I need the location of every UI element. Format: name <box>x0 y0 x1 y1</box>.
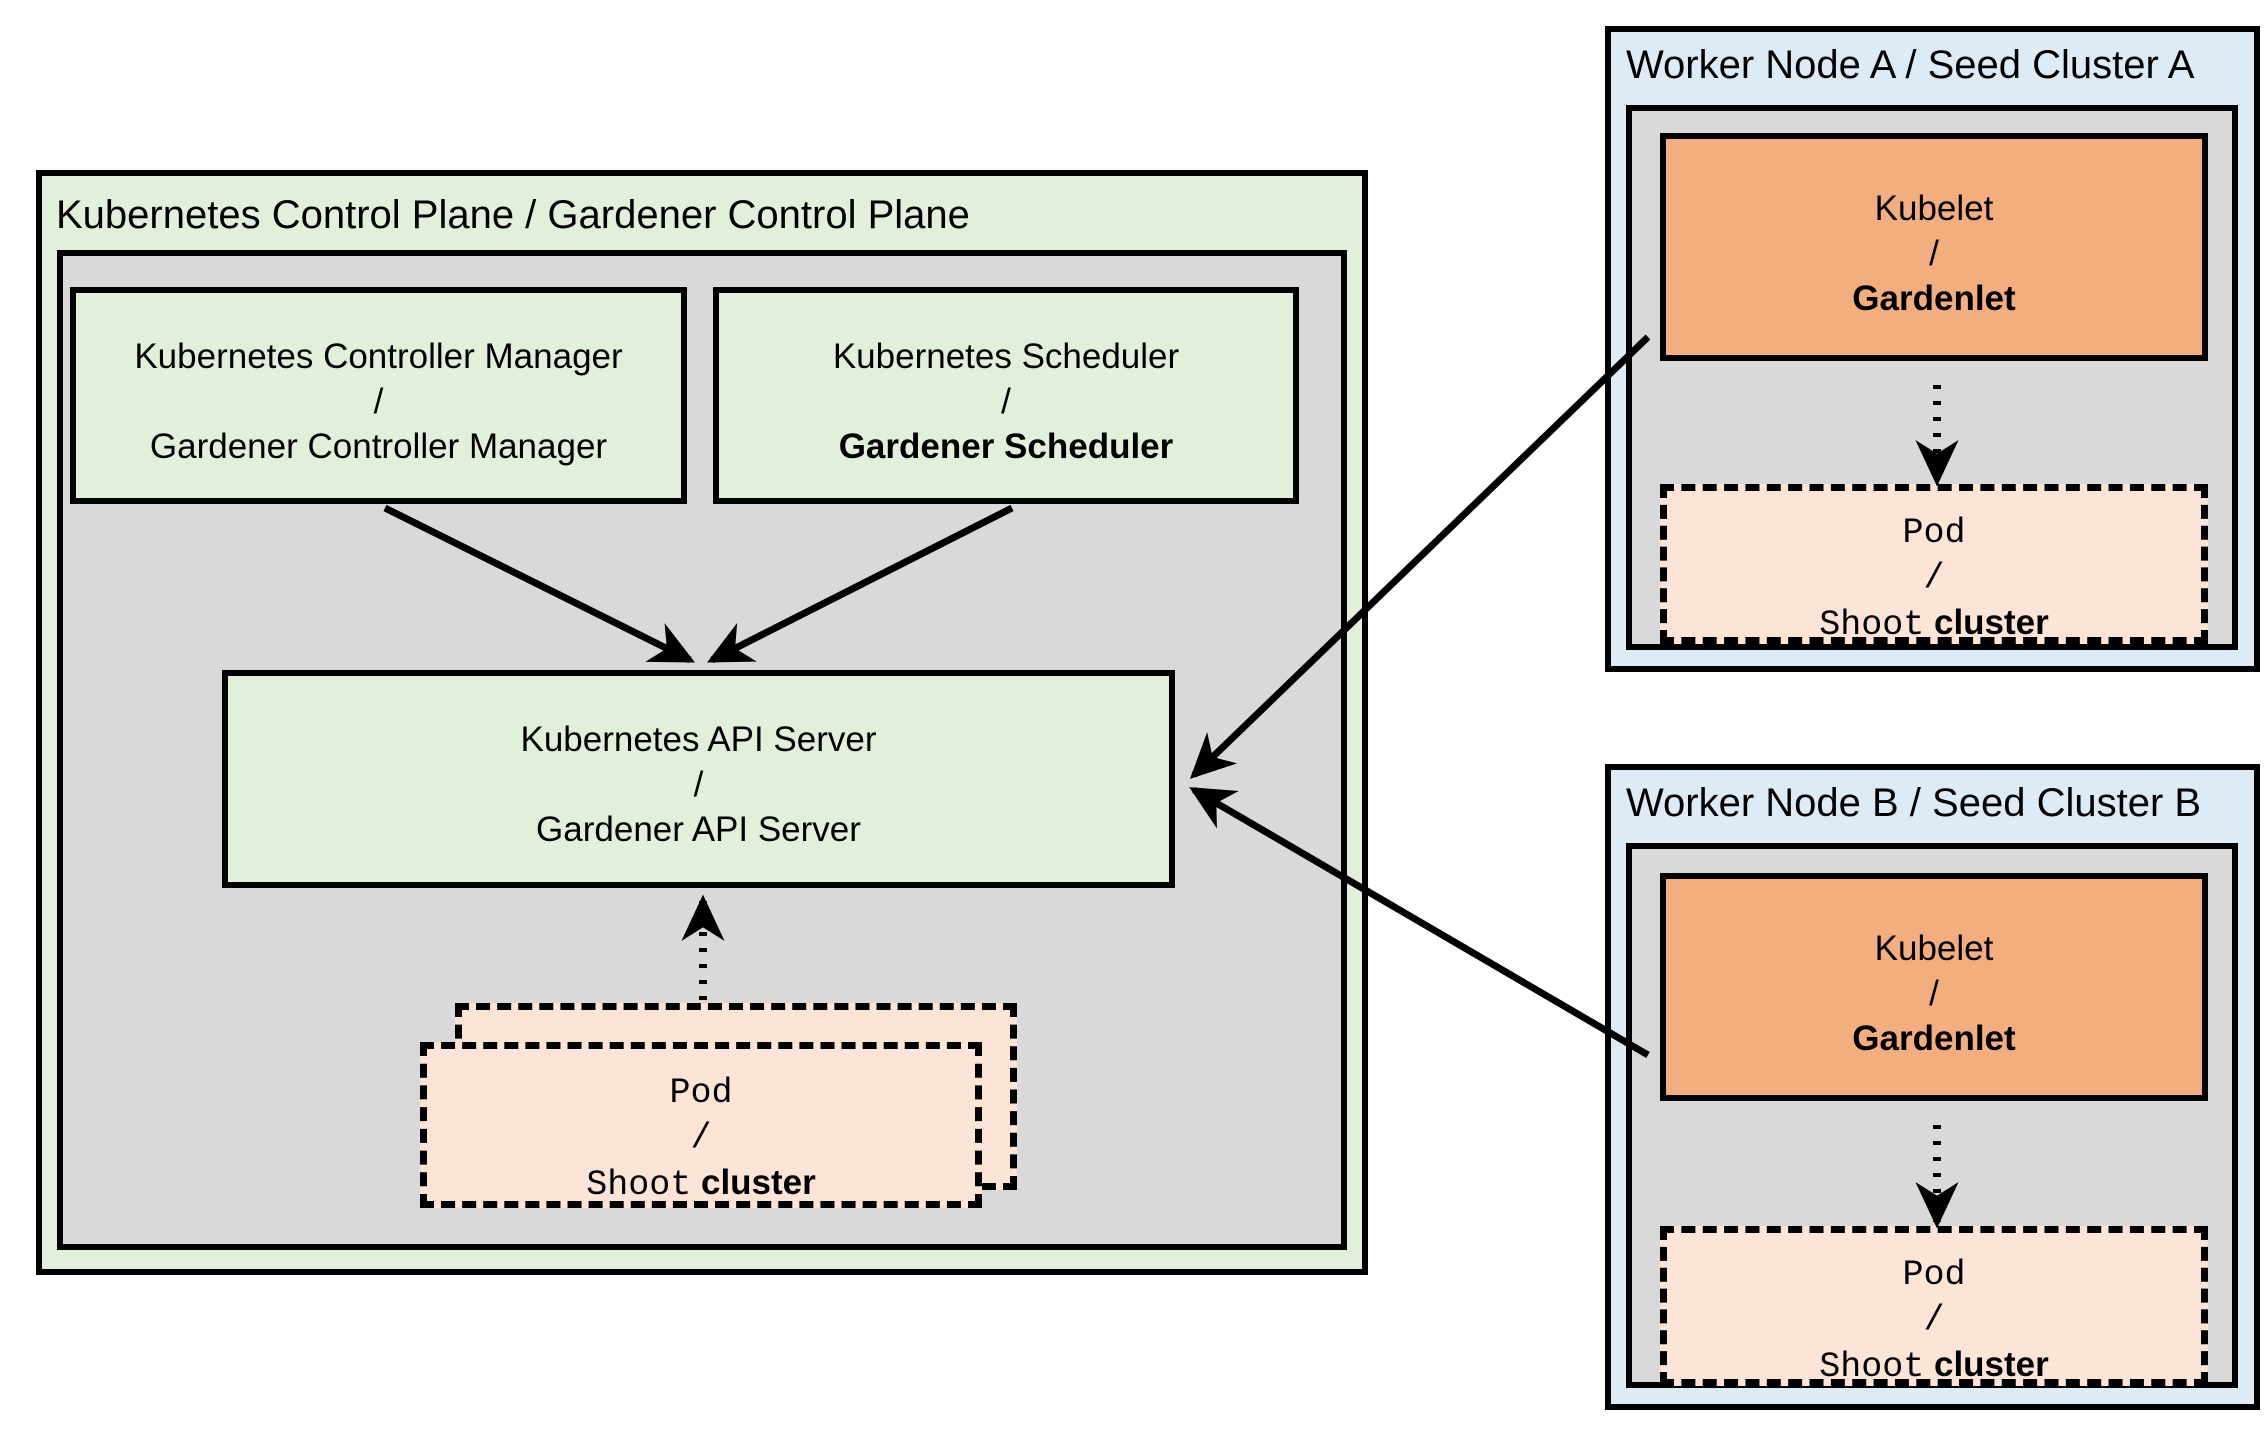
kubernetes-scheduler-box[interactable]: Kubernetes Scheduler / Gardener Schedule… <box>713 287 1299 504</box>
kubernetes-controller-manager-box[interactable]: Kubernetes Controller Manager / Gardener… <box>70 287 687 504</box>
worker-node-a-pod-line1: Pod <box>1902 513 1966 553</box>
worker-node-a-pod-cluster: cluster <box>1933 602 2049 642</box>
worker-node-b-title: Worker Node B / Seed Cluster B <box>1626 781 2202 825</box>
worker-node-a-title: Worker Node A / Seed Cluster A <box>1626 43 2195 87</box>
worker-node-a-kubelet-line2: Gardenlet <box>1852 278 2016 318</box>
control-plane-pod-cluster: cluster <box>700 1162 816 1202</box>
worker-node-b-pod-cluster: cluster <box>1933 1344 2049 1384</box>
controller-manager-line2: Gardener Controller Manager <box>149 426 608 466</box>
control-plane-pod-separator: / <box>690 1117 712 1158</box>
control-plane-title: Kubernetes Control Plane / Gardener Cont… <box>56 193 970 237</box>
control-plane-pod-shoot: Shoot <box>586 1164 692 1205</box>
worker-node-b-pod-box[interactable]: Pod / Shoot cluster <box>1660 1226 2208 1387</box>
controller-manager-line1: Kubernetes Controller Manager <box>134 337 623 376</box>
worker-node-b-pod-line1: Pod <box>1902 1255 1966 1295</box>
scheduler-line2: Gardener Scheduler <box>838 426 1174 466</box>
worker-node-b-kubelet-box[interactable]: Kubelet / Gardenlet <box>1660 873 2208 1101</box>
scheduler-separator: / <box>1001 381 1011 421</box>
api-server-line1: Kubernetes API Server <box>520 720 877 759</box>
controller-manager-separator: / <box>373 381 384 421</box>
worker-node-a-kubelet-separator: / <box>1929 233 1939 273</box>
worker-node-a-pod-box[interactable]: Pod / Shoot cluster <box>1660 484 2208 645</box>
worker-node-b-pod-separator: / <box>1923 1299 1945 1340</box>
api-server-separator: / <box>693 764 704 804</box>
worker-node-b-kubelet-separator: / <box>1929 973 1939 1013</box>
control-plane-pod-line1: Pod <box>669 1073 733 1113</box>
worker-node-a-pod-separator: / <box>1923 557 1945 598</box>
control-plane-pod-box[interactable]: Pod / Shoot cluster <box>420 1042 982 1208</box>
scheduler-line1: Kubernetes Scheduler <box>832 337 1180 376</box>
kubernetes-api-server-box[interactable]: Kubernetes API Server / Gardener API Ser… <box>222 670 1175 888</box>
api-server-line2: Gardener API Server <box>536 809 861 849</box>
worker-node-a-kubelet-line1: Kubelet <box>1874 189 1994 228</box>
worker-node-a-kubelet-box[interactable]: Kubelet / Gardenlet <box>1660 133 2208 361</box>
worker-node-b-kubelet-line2: Gardenlet <box>1852 1018 2016 1058</box>
worker-node-a-pod-shoot: Shoot <box>1819 604 1925 645</box>
worker-node-b-pod-shoot: Shoot <box>1819 1346 1925 1387</box>
worker-node-b-kubelet-line1: Kubelet <box>1874 929 1994 968</box>
